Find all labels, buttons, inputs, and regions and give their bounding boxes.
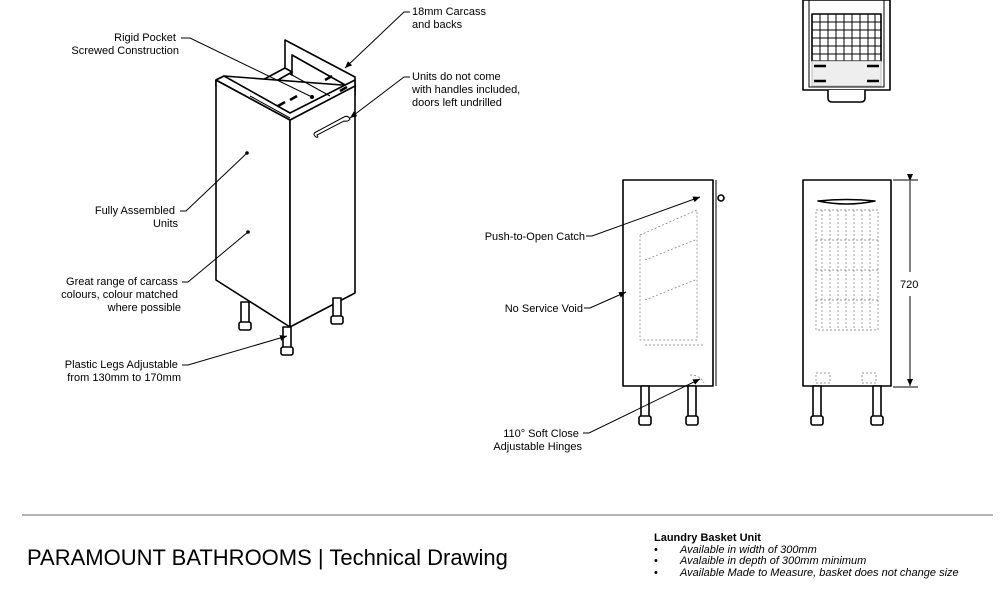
label-catch: Push-to-Open Catch <box>485 231 585 243</box>
label-hinges: 110° Soft Close Adjustable Hinges <box>493 428 582 453</box>
label-handles: Units do not come with handles included,… <box>411 71 523 109</box>
dimension-720: 720 <box>900 279 918 291</box>
isometric-cabinet <box>215 39 356 356</box>
page-title: PARAMOUNT BATHROOMS | Technical Drawing <box>27 545 508 570</box>
label-assembled: Fully Assembled Units <box>95 205 179 230</box>
side-view <box>622 179 725 426</box>
product-info: Laundry Basket Unit Available in width o… <box>654 532 959 580</box>
height-dimension: 720 <box>893 174 918 388</box>
bullet-item: Avalaible in depth of 300mm minimum <box>654 555 959 568</box>
leader-lines <box>180 11 701 434</box>
top-view <box>802 0 891 103</box>
product-bullets: Available in width of 300mm Avalaible in… <box>654 544 959 580</box>
bullet-item: Available in width of 300mm <box>654 544 959 557</box>
label-carcass: 18mm Carcass and backs <box>412 6 489 31</box>
bullet-item: Available Made to Measure, basket does n… <box>654 567 959 580</box>
product-heading: Laundry Basket Unit <box>654 532 761 544</box>
label-legs: Plastic Legs Adjustable from 130mm to 17… <box>65 359 181 384</box>
leg-icon <box>238 297 344 356</box>
front-view <box>802 179 892 426</box>
label-rigid-pocket: Rigid Pocket Screwed Construction <box>71 32 179 57</box>
label-void: No Service Void <box>505 303 583 315</box>
label-colours: Great range of carcass colours, colour m… <box>61 276 181 314</box>
